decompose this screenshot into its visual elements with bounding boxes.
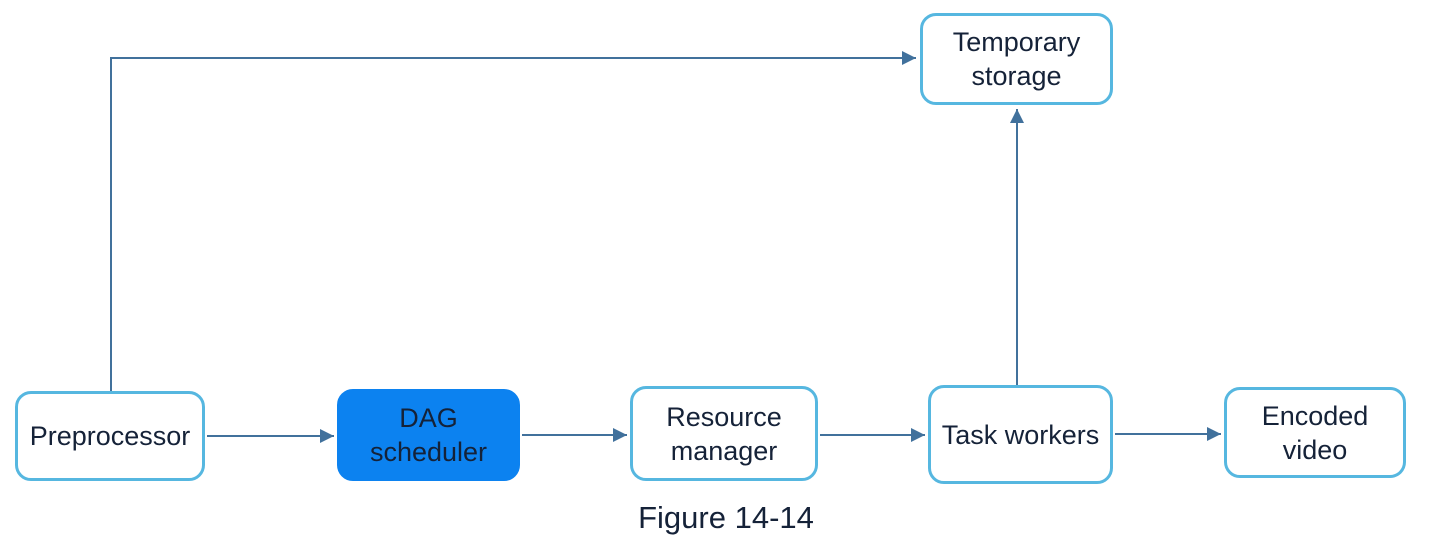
figure-caption: Figure 14-14 bbox=[638, 500, 814, 535]
node-label: Resource manager bbox=[666, 401, 782, 466]
node-preprocessor: Preprocessor bbox=[15, 391, 205, 481]
node-dag-scheduler: DAG scheduler bbox=[337, 389, 520, 481]
node-resource-manager: Resource manager bbox=[630, 386, 818, 481]
node-encoded-video: Encoded video bbox=[1224, 387, 1406, 478]
node-label: Encoded video bbox=[1261, 400, 1369, 465]
edge-preprocessor-to-temporary-storage bbox=[110, 51, 916, 391]
node-label: Temporary storage bbox=[952, 27, 1081, 91]
node-label: Task workers bbox=[941, 419, 1100, 450]
node-label: DAG scheduler bbox=[369, 403, 488, 467]
node-label: Preprocessor bbox=[29, 421, 191, 451]
node-task-workers: Task workers bbox=[928, 385, 1113, 484]
node-temporary-storage: Temporary storage bbox=[920, 13, 1113, 105]
